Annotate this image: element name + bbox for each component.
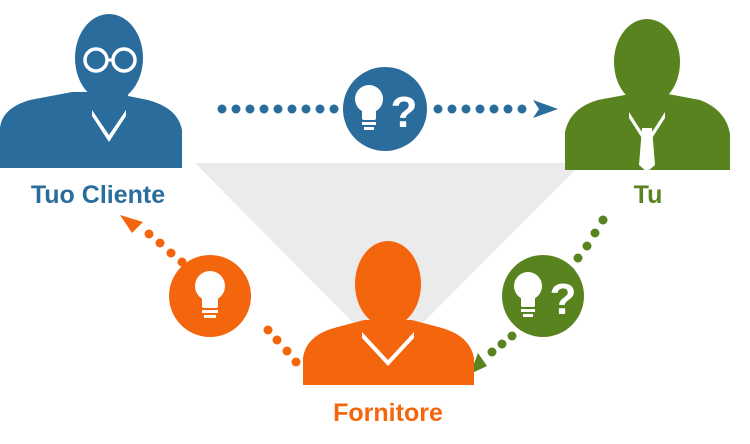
- arrowhead-up-left-icon: [120, 215, 143, 233]
- lightbulb-icon: [195, 271, 225, 318]
- question-mark-icon: ?: [550, 275, 577, 324]
- you-to-supplier-badge: ?: [502, 255, 584, 337]
- you-person-icon: [565, 19, 730, 172]
- tie-icon: [639, 128, 655, 172]
- lightbulb-icon: [355, 85, 383, 130]
- client-label: Tuo Cliente: [31, 181, 165, 209]
- dotted-arrow-client-to-you: [217, 100, 558, 118]
- you-label: Tu: [634, 181, 663, 209]
- arrowhead-right-icon: [533, 100, 558, 118]
- supplier-to-client-badge: [169, 255, 251, 337]
- client-person-icon: [0, 14, 182, 168]
- supplier-label: Fornitore: [333, 399, 443, 427]
- question-mark-icon: ?: [391, 88, 418, 137]
- lightbulb-icon: [514, 272, 542, 317]
- arrowhead-down-left-icon: [470, 353, 487, 374]
- dotted-arrow-supplier-to-client: [120, 215, 301, 367]
- supplier-person-icon: [303, 241, 474, 385]
- client-to-you-badge: ?: [343, 67, 427, 151]
